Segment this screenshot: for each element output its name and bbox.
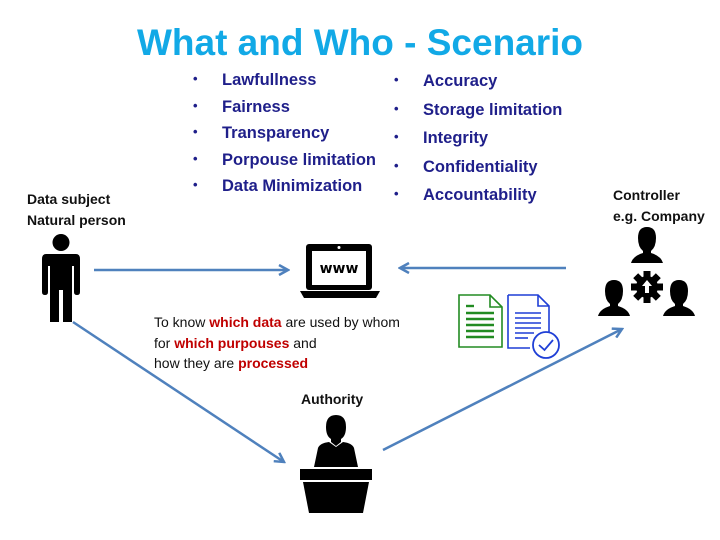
bullet-icon: • — [193, 71, 198, 86]
arrow-up-icon — [642, 280, 652, 293]
purpose-description: To know which data are used by whom for … — [154, 312, 400, 374]
document-green-icon — [458, 294, 503, 348]
principles-list-left: •Lawfullness •Fairness •Transparency •Po… — [193, 71, 376, 204]
person-top-icon — [631, 227, 663, 263]
bullet-icon: • — [394, 157, 399, 173]
description-line: for which purpouses and — [154, 334, 317, 351]
bullet-icon: • — [193, 97, 198, 113]
bullet-icon: • — [394, 72, 399, 87]
bullet-icon: • — [193, 124, 198, 139]
bullet-icon: • — [193, 177, 198, 192]
principle-item: •Confidentiality — [394, 157, 538, 176]
speaker-podium-icon — [300, 415, 372, 513]
principle-item: •Lawfullness — [193, 71, 317, 89]
www-text: www — [320, 261, 359, 277]
laptop-www-icon: www — [300, 244, 380, 298]
principle-item: •Accountability — [394, 186, 537, 205]
principle-item: •Accuracy — [394, 72, 498, 90]
description-line: how they are processed — [154, 355, 309, 371]
principle-item: •Fairness — [193, 97, 290, 116]
description-line: To know which data are used by whom — [154, 314, 400, 330]
principle-item: •Porpouse limitation — [193, 150, 377, 169]
bullet-icon: • — [394, 100, 399, 116]
principle-item: •Integrity — [394, 129, 489, 148]
person-left-icon — [598, 280, 630, 316]
principle-item: •Transparency — [193, 124, 330, 142]
bullet-icon: • — [394, 129, 399, 145]
authority-label: Authority — [301, 391, 364, 407]
slide-title: What and Who - Scenario — [136, 22, 584, 63]
principle-item: •Data Minimization — [193, 177, 363, 195]
principle-item: •Storage limitation — [394, 100, 563, 119]
arrow-authority-to-controller — [382, 329, 622, 452]
person-right-icon — [663, 280, 695, 316]
data-subject-label: Data subject Natural person — [27, 191, 126, 228]
arrow-subject-to-authority — [72, 320, 284, 462]
bullet-icon: • — [394, 186, 399, 202]
principles-list-right: •Accuracy •Storage limitation •Integrity… — [394, 72, 562, 215]
bullet-icon: • — [193, 150, 198, 166]
controller-label: Controller e.g. Company — [613, 187, 705, 224]
document-check-blue-icon — [507, 294, 560, 359]
checkmark-icon — [538, 339, 554, 352]
team-gear-icon — [598, 227, 695, 316]
person-icon — [42, 234, 80, 322]
